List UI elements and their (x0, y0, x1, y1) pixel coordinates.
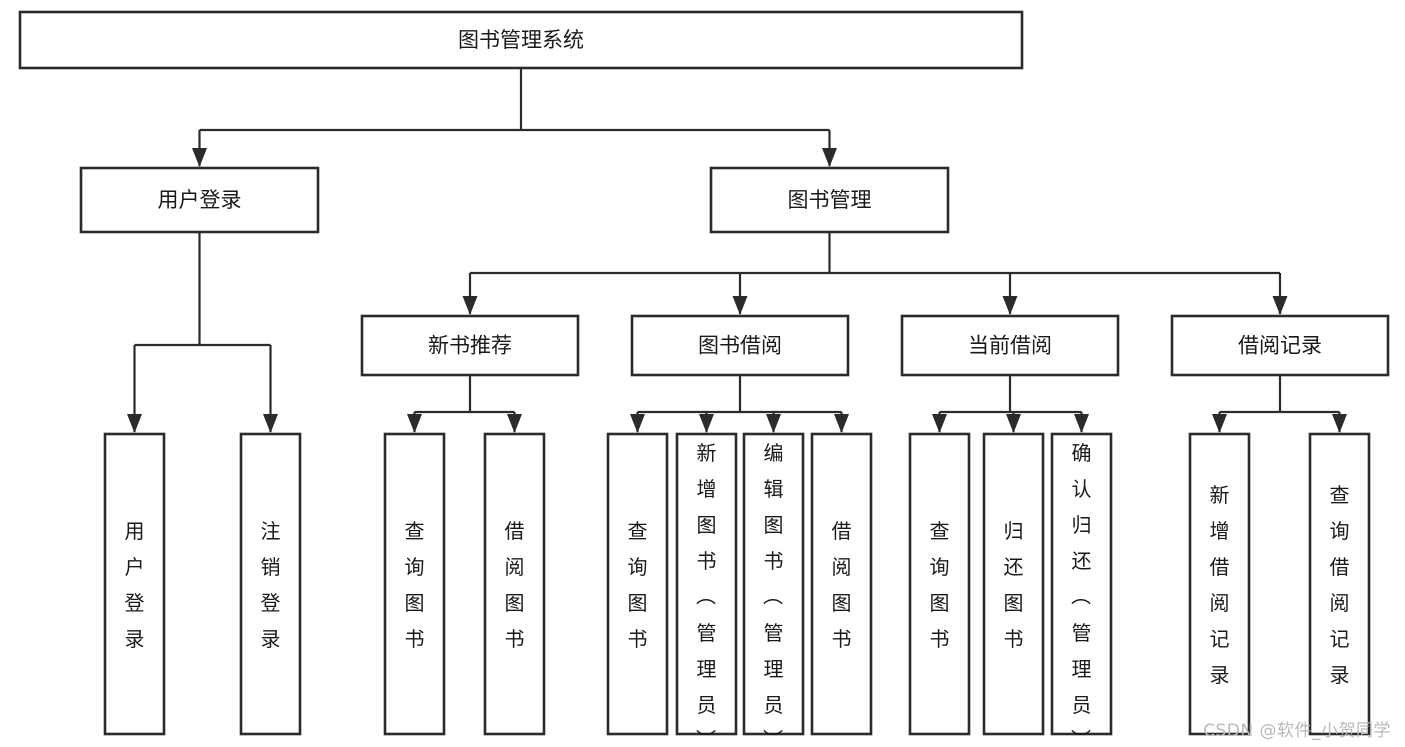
arrow-head-icon-leaf-confirm-return (1074, 414, 1089, 433)
leaf-leaf-query-book-1[interactable]: 查询图书 (383, 432, 446, 736)
watermark: CSDN @软件_小贺同学 (1203, 721, 1391, 741)
leaf-leaf-query-record-label: 查询借阅记录 (1330, 483, 1350, 687)
node-borrow-record-rect[interactable] (1170, 314, 1390, 377)
leaf-leaf-user-login-label: 用户登录 (125, 519, 145, 651)
node-user-login-label: 用户登录 (158, 188, 242, 212)
leaf-leaf-borrow-book-1[interactable]: 借阅图书 (483, 432, 546, 736)
leaf-leaf-logout-rect[interactable] (239, 432, 302, 736)
leaf-leaf-return-book-label: 归还图书 (1004, 519, 1024, 651)
leaf-leaf-confirm-return[interactable]: 确认归还︵管理员︶ (1050, 432, 1113, 747)
arrow-head-icon-user-login (192, 148, 207, 167)
node-book-borrow-rect[interactable] (630, 314, 850, 377)
leaf-leaf-query-record-rect[interactable] (1308, 432, 1371, 736)
leaf-leaf-logout-label: 注销登录 (261, 519, 281, 651)
arrow-head-icon-current-borrow (1002, 296, 1018, 315)
arrow-head-icon-book-borrow (732, 296, 748, 315)
leaf-leaf-borrow-book-1-rect[interactable] (483, 432, 546, 736)
leaf-leaf-add-record-rect[interactable] (1188, 432, 1251, 736)
leaf-leaf-query-book-2[interactable]: 查询图书 (606, 432, 669, 736)
leaf-leaf-query-book-2-label: 查询图书 (628, 519, 648, 651)
leaf-leaf-add-record[interactable]: 新增借阅记录 (1188, 432, 1251, 736)
arrow-head-icon-leaf-query-book-1 (407, 414, 422, 433)
arrow-head-icon-leaf-query-book-2 (630, 414, 645, 433)
leaf-leaf-query-book-1-rect[interactable] (383, 432, 446, 736)
arrow-head-icon-leaf-return-book (1006, 414, 1021, 433)
leaf-leaf-query-book-3[interactable]: 查询图书 (908, 432, 971, 736)
leaf-leaf-borrow-book-2[interactable]: 借阅图书 (810, 432, 873, 736)
node-root-root[interactable]: 图书管理系统 (18, 10, 1024, 70)
node-current-borrow-rect[interactable] (900, 314, 1120, 377)
arrow-head-icon-leaf-user-login (127, 414, 142, 433)
node-borrow-record[interactable]: 借阅记录 (1170, 314, 1390, 377)
node-book-borrow-label: 图书借阅 (698, 334, 782, 358)
arrow-head-icon-borrow-record (1272, 296, 1288, 315)
leaf-leaf-user-login[interactable]: 用户登录 (103, 432, 166, 736)
node-user-login-rect[interactable] (79, 166, 320, 234)
node-new-book-recommend-label: 新书推荐 (428, 334, 512, 358)
leaf-leaf-return-book[interactable]: 归还图书 (982, 432, 1045, 736)
node-current-borrow[interactable]: 当前借阅 (900, 314, 1120, 377)
node-root-root-label: 图书管理系统 (458, 28, 584, 52)
node-new-book-recommend[interactable]: 新书推荐 (360, 314, 580, 377)
node-current-borrow-label: 当前借阅 (968, 334, 1052, 358)
arrow-head-icon-leaf-query-record (1332, 414, 1347, 433)
arrow-head-icon-new-book-recommend (462, 296, 478, 315)
node-new-book-recommend-rect[interactable] (360, 314, 580, 377)
leaf-leaf-query-book-2-rect[interactable] (606, 432, 669, 736)
arrow-head-icon-leaf-edit-book (766, 414, 781, 433)
arrow-head-icon-book-manage (822, 148, 837, 167)
leaf-leaf-borrow-book-2-label: 借阅图书 (832, 519, 852, 651)
leaf-leaf-edit-book[interactable]: 编辑图书︵管理员︶ (742, 432, 805, 747)
leaf-leaf-query-book-3-label: 查询图书 (930, 519, 950, 651)
leaf-leaf-confirm-return-label: 确认归还︵管理员︶ (1071, 441, 1092, 747)
leaf-leaf-logout[interactable]: 注销登录 (239, 432, 302, 736)
arrow-head-icon-leaf-add-record (1212, 414, 1227, 433)
leaf-leaf-add-book-rect[interactable] (675, 432, 738, 736)
leaf-leaf-add-record-label: 新增借阅记录 (1210, 483, 1230, 687)
arrow-head-icon-leaf-borrow-book-1 (507, 414, 522, 433)
node-book-manage-label: 图书管理 (788, 188, 872, 212)
connectors-layer (127, 68, 1347, 433)
arrow-head-icon-leaf-borrow-book-2 (834, 414, 849, 433)
node-root-root-rect[interactable] (18, 10, 1024, 70)
leaf-leaf-query-record[interactable]: 查询借阅记录 (1308, 432, 1371, 736)
leaf-leaf-confirm-return-rect[interactable] (1050, 432, 1113, 736)
leaf-leaf-edit-book-label: 编辑图书︵管理员︶ (763, 441, 784, 747)
node-book-manage-rect[interactable] (709, 166, 950, 234)
arrow-head-icon-leaf-logout (263, 414, 278, 433)
node-book-manage[interactable]: 图书管理 (709, 166, 950, 234)
leaf-leaf-return-book-rect[interactable] (982, 432, 1045, 736)
boxes-layer: 图书管理系统用户登录图书管理新书推荐图书借阅当前借阅借阅记录用户登录注销登录查询… (18, 10, 1390, 747)
node-user-login[interactable]: 用户登录 (79, 166, 320, 234)
leaf-leaf-add-book-label: 新增图书︵管理员︶ (696, 441, 717, 747)
leaf-leaf-add-book[interactable]: 新增图书︵管理员︶ (675, 432, 738, 747)
leaf-leaf-borrow-book-1-label: 借阅图书 (505, 519, 525, 651)
leaf-leaf-edit-book-rect[interactable] (742, 432, 805, 736)
node-book-borrow[interactable]: 图书借阅 (630, 314, 850, 377)
leaf-leaf-user-login-rect[interactable] (103, 432, 166, 736)
leaf-leaf-query-book-1-label: 查询图书 (405, 519, 425, 651)
leaf-leaf-query-book-3-rect[interactable] (908, 432, 971, 736)
leaf-leaf-borrow-book-2-rect[interactable] (810, 432, 873, 736)
arrow-head-icon-leaf-add-book (699, 414, 714, 433)
arrow-head-icon-leaf-query-book-3 (932, 414, 947, 433)
node-borrow-record-label: 借阅记录 (1238, 334, 1322, 358)
